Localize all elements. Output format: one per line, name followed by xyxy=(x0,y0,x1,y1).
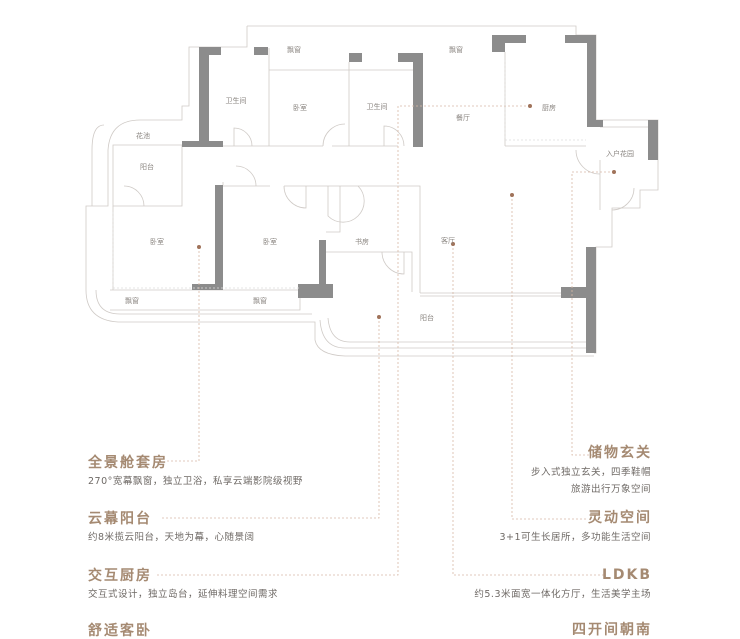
room-entry-garden: 入户花园 xyxy=(606,149,634,158)
feature-desc-entry-2: 旅游出行万象空间 xyxy=(570,484,651,495)
room-study: 书房 xyxy=(355,237,369,246)
room-planter: 花池 xyxy=(136,131,150,140)
feature-desc-flex: 3+1可生长居所，多功能生活空间 xyxy=(499,532,651,543)
room-bedroom-left: 卧室 xyxy=(150,237,164,246)
feature-title-ldkb: LDKB xyxy=(601,567,652,583)
feature-title-south: 四开间朝南 xyxy=(572,622,652,638)
feature-title-entry: 储物玄关 xyxy=(588,445,652,461)
feature-desc-entry-1: 步入式独立玄关，四季鞋帽 xyxy=(530,467,651,478)
plan-dots xyxy=(197,104,616,319)
room-bath1: 卫生间 xyxy=(226,96,247,105)
room-balcony-small: 阳台 xyxy=(140,162,154,171)
feature-title-suite: 全景舱套房 xyxy=(88,455,168,471)
feature-title-balcony: 云幕阳台 xyxy=(88,511,152,527)
feature-title-flex: 灵动空间 xyxy=(588,510,652,526)
room-bay4: 飘窗 xyxy=(253,296,267,305)
room-bedroom-mid: 卧室 xyxy=(263,237,277,246)
room-balcony-big: 阳台 xyxy=(420,313,434,322)
feature-desc-suite: 270°宽幕飘窗，独立卫浴，私享云端影院级视野 xyxy=(88,476,303,487)
feature-desc-balcony: 约8米揽云阳台，天地为幕，心随景阔 xyxy=(88,532,255,543)
plan-walls xyxy=(182,35,658,353)
room-labels: 卫生间 卧室 卫生间 餐厅 厨房 飘窗 飘窗 花池 阳台 入户花园 卧室 卧室 … xyxy=(125,45,634,322)
leader-lines xyxy=(112,60,614,576)
feature-title-kitchen: 交互厨房 xyxy=(88,568,152,584)
room-bedroom-top: 卧室 xyxy=(293,103,307,112)
room-dining: 餐厅 xyxy=(456,113,470,122)
feature-desc-ldkb: 约5.3米面宽一体化方厅，生活美学主场 xyxy=(474,589,651,600)
feature-title-guest: 舒适客卧 xyxy=(88,623,152,639)
plan-outlines xyxy=(85,25,659,357)
room-living: 客厅 xyxy=(441,236,455,245)
room-bay3: 飘窗 xyxy=(125,296,139,305)
room-kitchen: 厨房 xyxy=(542,103,556,112)
room-bay1: 飘窗 xyxy=(287,45,301,54)
room-bath2: 卫生间 xyxy=(367,102,388,111)
room-bay2: 飘窗 xyxy=(449,45,463,54)
feature-desc-kitchen: 交互式设计，独立岛台，延伸料理空间需求 xyxy=(88,589,279,600)
